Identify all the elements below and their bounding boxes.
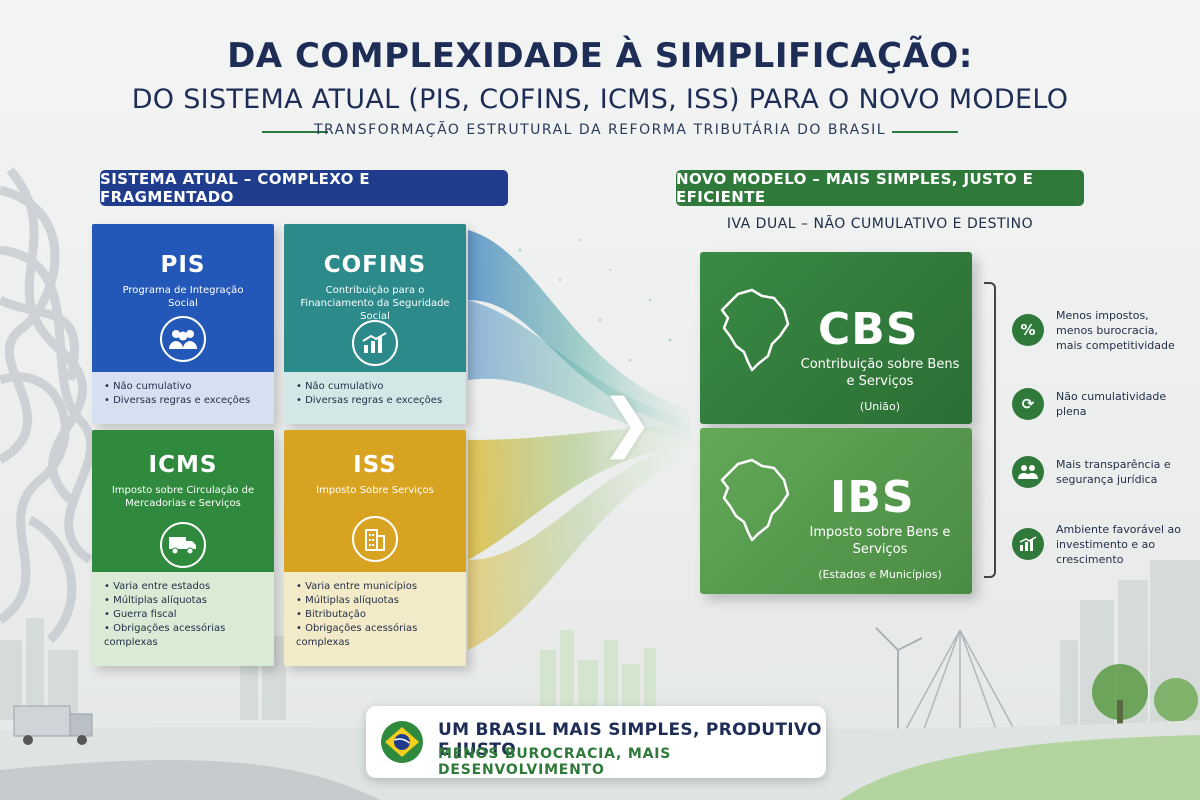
tax-name: ISS <box>353 452 397 478</box>
bullet-item: Varia entre estados <box>104 580 264 594</box>
current-system-banner: SISTEMA ATUAL – COMPLEXO E FRAGMENTADO <box>100 170 508 206</box>
bullet-item: Varia entre municípios <box>296 580 456 594</box>
benefit-text: Menos impostos, menos burocracia, mais c… <box>1056 308 1175 352</box>
new-tax-block-ibs: IBS Imposto sobre Bens e Serviços (Estad… <box>700 428 972 594</box>
tax-bullets: Não cumulativo Diversas regras e exceçõe… <box>92 372 274 408</box>
new-model-banner: NOVO MODELO – MAIS SIMPLES, JUSTO E EFIC… <box>676 170 1084 206</box>
bullet-item: Múltiplas alíquotas <box>104 594 264 608</box>
bullet-item: Diversas regras e exceções <box>296 394 456 408</box>
tax-bullets: Varia entre estados Múltiplas alíquotas … <box>92 572 274 650</box>
tax-block-pis: PIS Programa de Integração Social Não cu… <box>92 224 274 424</box>
tax-block-cofins: COFINS Contribuição para o Financiamento… <box>284 224 466 424</box>
benefits-bracket <box>984 282 996 578</box>
tax-block-iss: ISS Imposto Sobre Serviços Varia entre m… <box>284 430 466 666</box>
brazil-flag-icon <box>381 721 423 763</box>
new-model-subtitle: IVA DUAL – NÃO CUMULATIVO E DESTINO <box>726 216 1034 232</box>
footer-line-1: UM BRASIL MAIS SIMPLES, PRODUTIVO E JUST… <box>438 720 822 760</box>
new-tax-label: Imposto sobre Bens e Serviços <box>809 525 951 557</box>
new-tax-label: Contribuição sobre Bens e Serviços <box>800 357 960 389</box>
building-icon <box>352 516 398 562</box>
tagline-rule-left <box>262 131 328 133</box>
bullet-item: Bitributação <box>296 608 456 622</box>
chart-growth-icon <box>352 320 398 366</box>
people-icon <box>160 316 206 362</box>
chart-growth-icon <box>1012 528 1044 560</box>
benefit-text: Não cumulatividade plena <box>1056 390 1167 418</box>
footer-line-2: MENOS BUROCRACIA, MAIS DESENVOLVIMENTO <box>438 746 672 778</box>
main-title: DA COMPLEXIDADE À SIMPLIFICAÇÃO: <box>227 36 973 76</box>
bullet-item: Não cumulativo <box>296 380 456 394</box>
tax-bullets: Não cumulativo Diversas regras e exceçõe… <box>284 372 466 408</box>
tax-name: COFINS <box>323 252 427 278</box>
new-tax-block-cbs: CBS Contribuição sobre Bens e Serviços (… <box>700 252 972 424</box>
tax-description: Imposto Sobre Serviços <box>316 485 434 496</box>
main-subtitle: DO SISTEMA ATUAL (PIS, COFINS, ICMS, ISS… <box>131 84 1069 115</box>
brazil-map-icon <box>720 458 790 542</box>
tax-description: Imposto sobre Circulação de Mercadorias … <box>111 485 255 509</box>
benefit-text: Ambiente favorável ao investimento e ao … <box>1056 522 1182 566</box>
tax-block-icms: ICMS Imposto sobre Circulação de Mercado… <box>92 430 274 666</box>
bullet-item: Obrigações acessórias complexas <box>104 622 264 650</box>
people-icon <box>1012 456 1044 488</box>
tax-name: PIS <box>160 252 206 278</box>
chevron-right-icon: ❯ <box>600 386 654 460</box>
refresh-icon: ⟳ <box>1012 388 1044 420</box>
tagline-rule-right <box>892 131 958 133</box>
bullet-item: Guerra fiscal <box>104 608 264 622</box>
bullet-item: Diversas regras e exceções <box>104 394 264 408</box>
benefit-text: Mais transparência e segurança jurídica <box>1056 458 1171 486</box>
brazil-map-icon <box>720 288 790 372</box>
truck-icon <box>160 522 206 568</box>
tax-description: Programa de Integração Social <box>122 285 244 309</box>
tax-name: ICMS <box>148 452 218 478</box>
percent-icon: % <box>1012 314 1044 346</box>
tax-description: Contribuição para o Financiamento da Seg… <box>300 285 450 322</box>
new-tax-code: IBS <box>830 472 915 523</box>
benefit-item: ⟳ Não cumulatividade plena <box>1012 384 1186 424</box>
tagline: TRANSFORMAÇÃO ESTRUTURAL DA REFORMA TRIB… <box>313 122 887 138</box>
benefit-item: % Menos impostos, menos burocracia, mais… <box>1012 308 1186 352</box>
benefit-item: Ambiente favorável ao investimento e ao … <box>1012 522 1186 566</box>
bullet-item: Obrigações acessórias complexas <box>296 622 456 650</box>
footer-banner: UM BRASIL MAIS SIMPLES, PRODUTIVO E JUST… <box>366 706 826 778</box>
new-tax-code: CBS <box>818 304 919 355</box>
bullet-item: Não cumulativo <box>104 380 264 394</box>
bullet-item: Múltiplas alíquotas <box>296 594 456 608</box>
new-tax-scope: (Estados e Municípios) <box>818 568 942 581</box>
benefit-item: Mais transparência e segurança jurídica <box>1012 452 1186 492</box>
tax-bullets: Varia entre municípios Múltiplas alíquot… <box>284 572 466 650</box>
new-tax-scope: (União) <box>859 400 901 413</box>
